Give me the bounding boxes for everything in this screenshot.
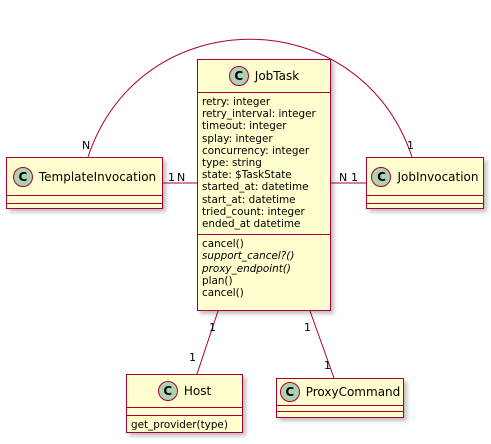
association-jobtask-proxy	[309, 310, 335, 379]
attributes-section	[7, 195, 162, 203]
multiplicity-label: N	[82, 139, 91, 152]
class-header: C JobInvocation	[367, 158, 483, 195]
method-row: cancel()	[202, 238, 244, 251]
attributes-section	[127, 407, 242, 415]
class-proxy-command[interactable]: C ProxyCommand	[276, 378, 404, 418]
class-name: Host	[183, 384, 212, 398]
multiplicity-label: N	[177, 171, 186, 184]
class-c-icon: C	[157, 381, 178, 401]
attribute-row: start_at: datetime	[202, 193, 296, 206]
class-template-invocation[interactable]: C TemplateInvocation	[6, 157, 163, 209]
attributes-section	[367, 195, 483, 203]
methods-section	[277, 411, 403, 417]
class-host[interactable]: C Host get_provider(type)	[126, 374, 243, 433]
class-header: C TemplateInvocation	[7, 158, 162, 195]
attribute-row: started_at: datetime	[202, 181, 309, 194]
class-c-icon: C	[371, 166, 392, 187]
attribute-row: concurrency: integer	[202, 144, 310, 157]
association-template-job-arc	[87, 38, 413, 158]
attribute-row: ended_at datetime	[202, 218, 301, 231]
class-c-icon: C	[228, 66, 249, 86]
method-row: proxy_endpoint()	[202, 262, 291, 275]
class-c-icon: C	[279, 382, 300, 402]
class-name: JobTask	[254, 69, 300, 83]
multiplicity-label: 1	[407, 139, 414, 152]
multiplicity-label: 1	[304, 321, 311, 334]
class-name: ProxyCommand	[305, 385, 401, 399]
multiplicity-label: 1	[324, 359, 331, 372]
attribute-row: splay: integer	[202, 132, 273, 145]
attributes-section	[277, 405, 403, 411]
multiplicity-label: 1	[189, 351, 196, 364]
class-name: TemplateInvocation	[38, 169, 157, 184]
methods-section: cancel()support_cancel?()proxy_endpoint(…	[198, 234, 330, 303]
multiplicity-label: 1	[209, 321, 216, 334]
class-job-invocation[interactable]: C JobInvocation	[366, 157, 484, 209]
attribute-row: type: string	[202, 157, 262, 170]
method-row: support_cancel?()	[202, 250, 295, 263]
method-row: plan()	[202, 274, 233, 287]
multiplicity-label: 1	[168, 171, 175, 184]
attribute-row: state: $TaskState	[202, 169, 292, 182]
method-row: cancel()	[202, 287, 244, 300]
class-name: JobInvocation	[397, 169, 479, 184]
method-row: get_provider(type)	[131, 419, 228, 431]
attribute-row: tried_count: integer	[202, 205, 305, 218]
multiplicity-label: N	[339, 171, 348, 184]
methods-section	[367, 203, 483, 211]
association-jobtask-host	[196, 310, 219, 375]
attribute-row: retry_interval: integer	[202, 108, 316, 121]
attribute-row: retry: integer	[202, 96, 271, 108]
class-header: C ProxyCommand	[277, 379, 403, 405]
methods-section: get_provider(type)	[127, 415, 242, 434]
class-header: C JobTask	[198, 60, 330, 92]
class-header: C Host	[127, 375, 242, 407]
methods-section	[7, 203, 162, 211]
multiplicity-label: 1	[351, 171, 358, 184]
attribute-row: timeout: integer	[202, 120, 287, 133]
class-c-icon: C	[12, 166, 33, 187]
